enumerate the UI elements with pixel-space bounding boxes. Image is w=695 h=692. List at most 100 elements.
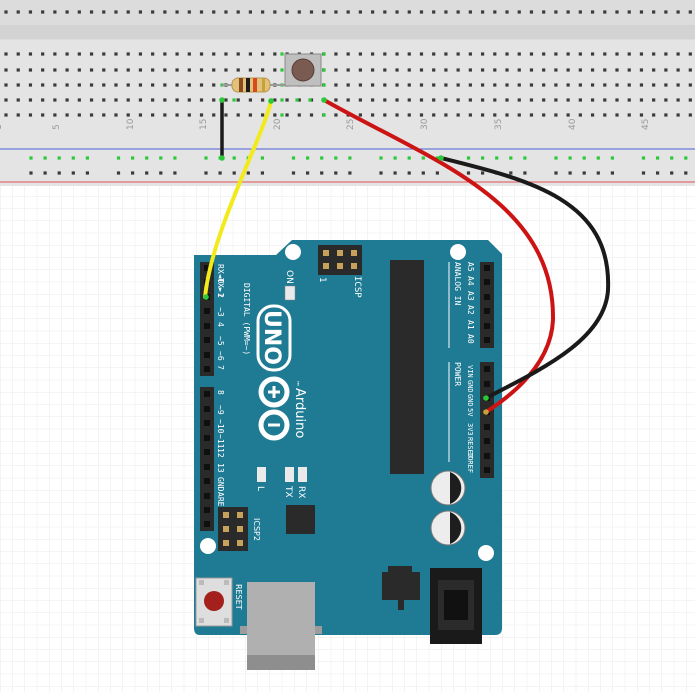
pushbutton[interactable] — [284, 53, 322, 87]
breadboard[interactable]: 151015202530354045 — [0, 0, 695, 186]
breadboard-hole — [603, 10, 607, 14]
pin-socket — [204, 265, 210, 271]
icsp-pin — [323, 250, 329, 256]
yellow-wire[interactable] — [203, 99, 273, 299]
pin-socket — [204, 406, 210, 412]
breadboard-hole — [41, 10, 45, 14]
power-pin-label: VIN — [466, 365, 474, 378]
breadboard-hole — [273, 113, 277, 117]
breadboard-hole — [151, 83, 155, 87]
power-rail-hole — [393, 171, 397, 175]
breadboard-hole — [505, 113, 509, 117]
breadboard-hole — [4, 98, 8, 102]
power-rail-hole — [131, 171, 135, 175]
breadboard-hole — [138, 98, 143, 102]
breadboard-hole — [224, 98, 228, 102]
pin-socket — [204, 521, 210, 527]
pin-socket — [484, 279, 490, 285]
power-rail-hole — [656, 171, 660, 175]
power-rail-hole — [334, 156, 338, 160]
breadboard-hole — [199, 10, 204, 14]
power-rail-hole — [610, 156, 614, 160]
breadboard-hole — [151, 113, 155, 117]
connected-hole — [322, 68, 326, 72]
power-rail-hole — [173, 171, 177, 175]
connected-hole — [322, 113, 326, 117]
black-wire[interactable] — [439, 156, 611, 400]
red-wire[interactable] — [322, 98, 556, 414]
digital-pin-label: 2 — [216, 293, 225, 298]
breadboard-hole — [432, 83, 436, 87]
power-rail-hole — [670, 171, 674, 175]
breadboard-hole — [224, 113, 228, 117]
breadboard-hole — [566, 113, 570, 117]
analog-pin-label: A5 — [466, 262, 475, 272]
reset-label: RESET — [234, 584, 243, 610]
uno-logo-text: UNO — [259, 310, 284, 365]
breadboard-hole — [248, 10, 252, 14]
breadboard-hole — [4, 10, 8, 14]
power-rail-hole — [29, 156, 33, 160]
icsp-pin — [323, 263, 329, 269]
digital-pin-label: RX◄0 — [216, 264, 225, 283]
breadboard-hole — [175, 52, 179, 56]
icsp2-pin — [223, 526, 229, 532]
pin-socket — [204, 323, 210, 329]
breadboard-hole — [199, 113, 204, 117]
breadboard-hole — [554, 113, 558, 117]
power-rail-hole — [29, 171, 33, 175]
wire-end-red-breadboard — [321, 97, 327, 103]
breadboard-hole — [371, 10, 375, 14]
breadboard-hole — [187, 10, 191, 14]
breadboard-hole — [554, 52, 558, 56]
breadboard-hole — [517, 113, 521, 117]
breadboard-hole — [664, 98, 668, 102]
breadboard-hole — [4, 83, 8, 87]
wire-end-black-gnd — [483, 395, 489, 401]
breadboard-hole — [407, 68, 411, 72]
breadboard-hole — [28, 10, 33, 14]
breadboard-hole — [16, 52, 20, 56]
breadboard-hole — [151, 10, 155, 14]
breadboard-hole — [542, 52, 546, 56]
breadboard-hole — [688, 68, 692, 72]
breadboard-hole — [212, 68, 216, 72]
breadboard-hole — [456, 98, 460, 102]
breadboard-hole — [53, 10, 57, 14]
breadboard-hole — [261, 98, 265, 102]
pin-socket — [204, 308, 210, 314]
power-rail-hole — [421, 156, 425, 160]
breadboard-hole — [615, 10, 619, 14]
breadboard-hole — [664, 10, 668, 14]
power-rail-hole — [481, 156, 485, 160]
breadboard-hole — [371, 113, 375, 117]
power-rail-hole — [466, 171, 471, 175]
breadboard-hole — [554, 10, 558, 14]
pin-socket — [204, 464, 210, 470]
breadboard-hole — [407, 52, 411, 56]
power-rail-hole — [43, 156, 47, 160]
breadboard-hole — [505, 83, 509, 87]
digital-pin-label: 7 — [216, 365, 225, 370]
on-led[interactable] — [284, 285, 296, 301]
breadboard-hole — [407, 113, 411, 117]
power-rail-hole — [421, 171, 425, 175]
breadboard-hole — [407, 10, 411, 14]
breadboard-hole — [163, 83, 167, 87]
rx-led-label: RX — [296, 486, 306, 498]
breadboard-hole — [517, 68, 521, 72]
resistor[interactable] — [222, 77, 288, 93]
reset-button[interactable] — [195, 577, 233, 627]
power-rail-hole — [71, 156, 75, 160]
pin-socket — [484, 294, 490, 300]
breadboard-hole — [419, 113, 424, 117]
breadboard-hole — [53, 113, 57, 117]
breadboard-hole — [590, 68, 595, 72]
connected-hole — [280, 98, 284, 102]
pin-socket — [484, 265, 490, 271]
digital-pin-label: AREF — [216, 492, 225, 511]
breadboard-hole — [529, 10, 534, 14]
power-rail-hole — [116, 171, 121, 175]
